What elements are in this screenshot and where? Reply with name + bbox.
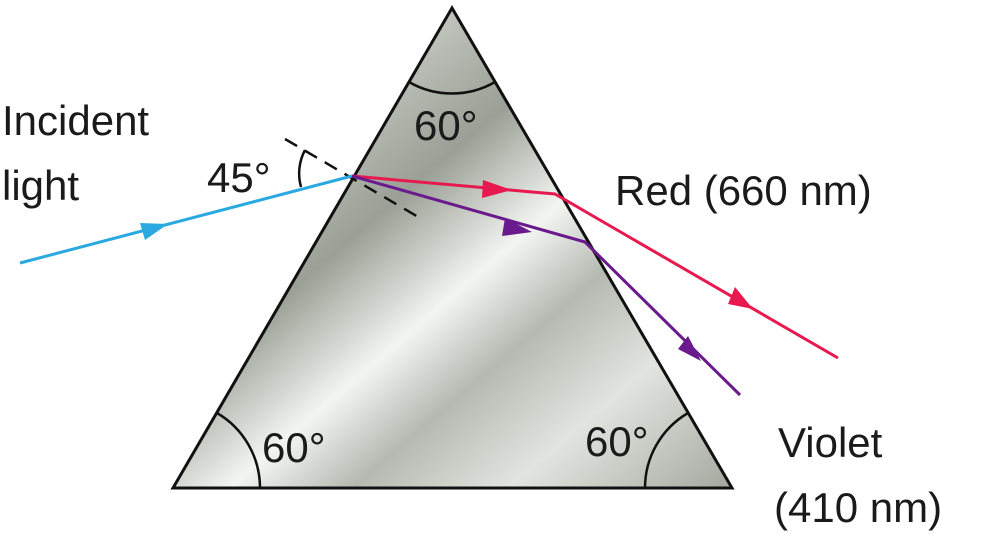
left-angle-arc bbox=[216, 411, 262, 489]
incident-light-label-line1: Incident bbox=[2, 97, 149, 144]
right-angle-label: 60° bbox=[585, 418, 649, 465]
normal-line bbox=[284, 137, 421, 220]
top-angle-arc bbox=[408, 80, 496, 95]
incident-arrowhead bbox=[140, 223, 168, 240]
incident-light-label-line2: light bbox=[2, 162, 79, 209]
incident-ray bbox=[19, 174, 353, 265]
red-arrowhead-inside bbox=[482, 180, 512, 198]
violet-ray-label-line1: Violet bbox=[778, 419, 883, 466]
violet-arrowhead-inside bbox=[502, 218, 532, 236]
top-angle-label: 60° bbox=[414, 102, 478, 149]
left-angle-label: 60° bbox=[262, 424, 326, 471]
incidence-angle-label: 45° bbox=[207, 154, 271, 201]
incidence-angle-arc bbox=[297, 149, 307, 188]
red-arrowhead-outside bbox=[728, 287, 753, 309]
red-ray-label: Red (660 nm) bbox=[615, 167, 872, 214]
violet-ray-label-line2: (410 nm) bbox=[774, 484, 942, 531]
right-angle-arc bbox=[643, 411, 689, 489]
violet-arrowhead-outside bbox=[678, 336, 701, 361]
